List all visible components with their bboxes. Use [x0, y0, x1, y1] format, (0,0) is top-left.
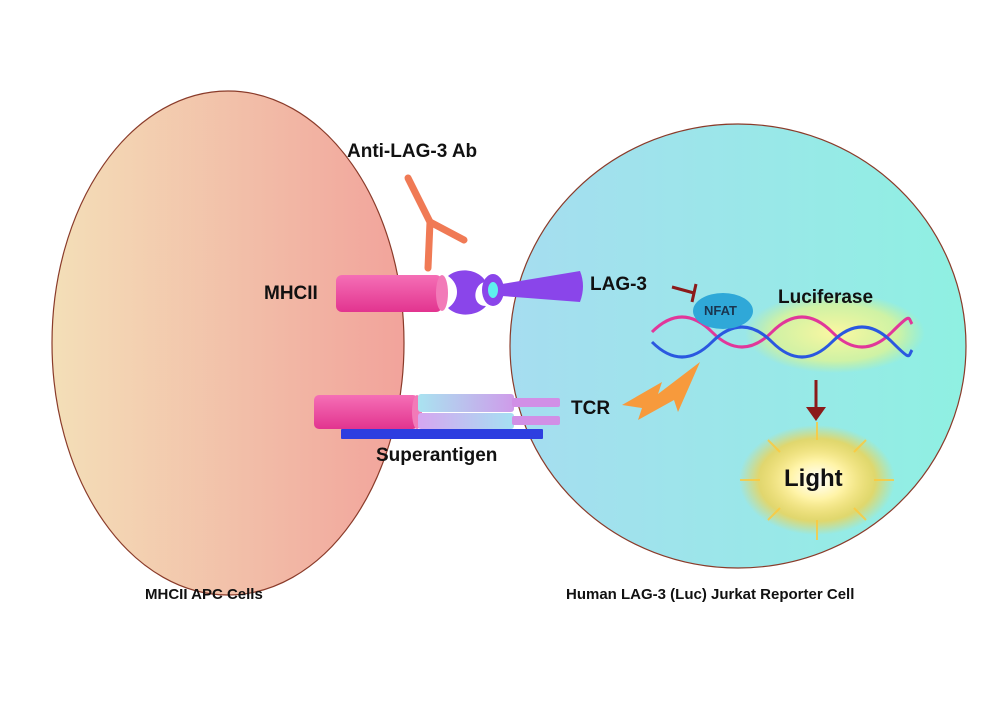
nfat-icon: [693, 293, 753, 329]
mhcii-label: MHCII: [264, 283, 318, 304]
reporter-cell-label: Human LAG-3 (Luc) Jurkat Reporter Cell: [566, 586, 855, 603]
lightning-bolt-icon: [622, 362, 700, 420]
luciferase-label: Luciferase: [778, 287, 874, 308]
expression-arrow-icon: [806, 380, 826, 421]
light-label: Light: [784, 465, 843, 492]
apc-cell: [51, 90, 405, 596]
light-burst-icon: [739, 422, 895, 540]
lag3-label: LAG-3: [590, 274, 647, 295]
antibody-icon: [404, 174, 468, 272]
tcr-label: TCR: [571, 398, 611, 419]
superantigen-label: Superantigen: [376, 445, 498, 466]
mhcii-tcr-complex-icon: [314, 394, 560, 429]
superantigen-icon: [341, 429, 543, 439]
nfat-label: NFAT: [704, 303, 737, 318]
apc-cell-label: MHCII APC Cells: [145, 586, 263, 603]
lag3-receptor-icon: [448, 270, 583, 315]
mhcii-protein-icon: [336, 275, 448, 312]
inhibition-arrow-icon: [671, 283, 698, 303]
dna-helix-icon: [650, 315, 914, 359]
antibody-label: Anti-LAG-3 Ab: [347, 141, 478, 162]
